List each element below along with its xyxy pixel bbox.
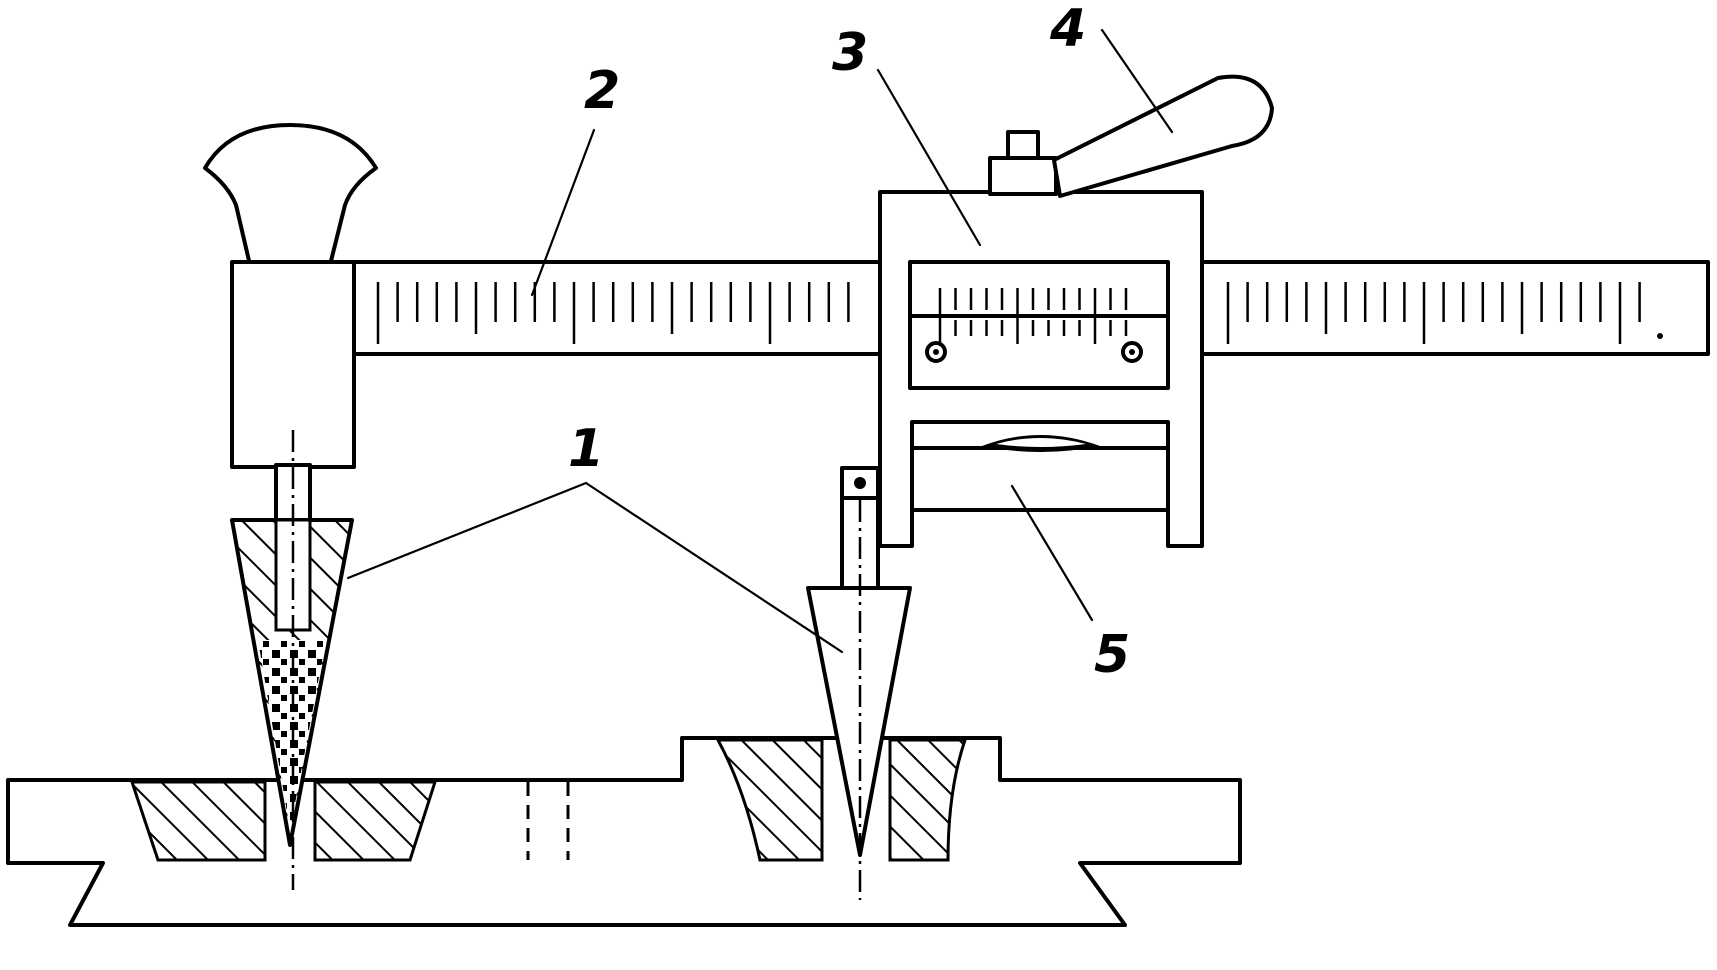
callout-3: 3 bbox=[832, 23, 868, 83]
leader-lines bbox=[346, 28, 1174, 654]
right-hatched-section bbox=[715, 738, 824, 862]
callout-1: 1 bbox=[568, 419, 604, 479]
callout-5: 5 bbox=[1094, 625, 1130, 685]
clamp-lever bbox=[988, 74, 1274, 198]
slider-body bbox=[878, 190, 1204, 548]
workpiece bbox=[6, 736, 1242, 927]
scale-ticks bbox=[376, 282, 1641, 344]
callout-2: 2 bbox=[584, 61, 620, 121]
left-head bbox=[203, 123, 378, 890]
left-hatched-section bbox=[129, 780, 267, 862]
callout-4: 4 bbox=[1049, 0, 1086, 59]
vernier-ticks bbox=[938, 288, 1128, 344]
right-probe bbox=[806, 466, 912, 900]
knob bbox=[203, 123, 378, 267]
